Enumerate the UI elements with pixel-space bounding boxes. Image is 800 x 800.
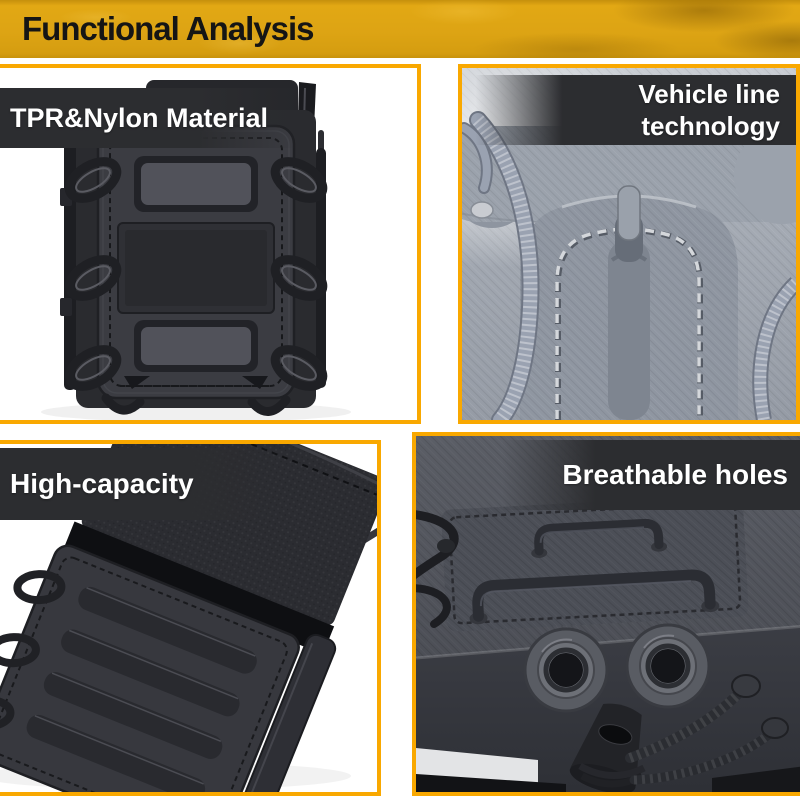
- feature-label-banner: Vehicle line technology: [462, 75, 796, 145]
- feature-label-line1: Vehicle line: [638, 79, 780, 109]
- panel-breathable-holes: Breathable holes: [412, 432, 800, 796]
- feature-label-banner: TPR&Nylon Material: [0, 88, 417, 148]
- grommet-left: [523, 627, 609, 713]
- panel-high-capacity: High-capacity: [0, 440, 381, 796]
- panel-tpr-nylon-material: TPR&Nylon Material: [0, 64, 421, 424]
- panel-vehicle-line-technology: Vehicle line technology: [458, 64, 800, 424]
- feature-label-banner: Breathable holes: [416, 440, 800, 510]
- feature-label: TPR&Nylon Material: [10, 103, 269, 133]
- page-title: Functional Analysis: [22, 10, 315, 47]
- header-banner: Functional Analysis: [0, 0, 800, 58]
- feature-label-banner: High-capacity: [0, 448, 377, 520]
- grommet-right: [625, 623, 711, 709]
- feature-label: Breathable holes: [562, 459, 788, 490]
- feature-label-line2: technology: [641, 111, 780, 141]
- feature-label: High-capacity: [10, 468, 194, 499]
